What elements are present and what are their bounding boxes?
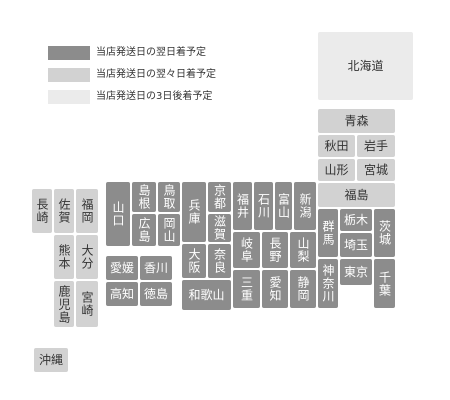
pref-gunma[interactable]: 群馬 (318, 209, 338, 257)
pref-tottori[interactable]: 鳥取 (158, 182, 180, 212)
pref-fukushima[interactable]: 福島 (318, 183, 395, 207)
pref-niigata[interactable]: 新潟 (294, 182, 316, 230)
pref-wakayama[interactable]: 和歌山 (182, 280, 231, 310)
pref-fukuoka[interactable]: 福岡 (76, 189, 98, 233)
pref-kagawa[interactable]: 香川 (140, 256, 172, 280)
pref-nagasaki[interactable]: 長崎 (32, 189, 52, 233)
pref-saga[interactable]: 佐賀 (54, 189, 74, 233)
pref-chiba[interactable]: 千葉 (374, 259, 395, 308)
pref-iwate[interactable]: 岩手 (357, 135, 395, 157)
pref-tokyo[interactable]: 東京 (340, 259, 372, 285)
pref-kanagawa[interactable]: 神奈川 (318, 259, 338, 308)
pref-gifu[interactable]: 岐阜 (233, 232, 260, 268)
pref-shiga[interactable]: 滋賀 (208, 214, 231, 242)
pref-aichi[interactable]: 愛知 (262, 270, 288, 308)
pref-hyogo[interactable]: 兵庫 (182, 182, 206, 242)
pref-shimane[interactable]: 島根 (132, 182, 156, 212)
pref-kyoto[interactable]: 京都 (208, 182, 231, 212)
pref-shizuoka[interactable]: 静岡 (290, 270, 316, 308)
pref-osaka[interactable]: 大阪 (182, 244, 206, 278)
pref-yamaguchi[interactable]: 山口 (106, 182, 130, 246)
pref-kagoshima[interactable]: 鹿児島 (54, 281, 74, 327)
pref-aomori[interactable]: 青森 (318, 109, 395, 133)
pref-okinawa[interactable]: 沖縄 (34, 348, 68, 372)
pref-miyagi[interactable]: 宮城 (357, 159, 395, 181)
pref-toyama[interactable]: 富山 (275, 182, 292, 230)
pref-yamagata[interactable]: 山形 (318, 159, 355, 181)
legend-swatch-next-day (48, 46, 90, 60)
legend-swatch-three-days (48, 90, 90, 104)
pref-yamanashi[interactable]: 山梨 (290, 232, 316, 268)
legend-swatch-two-days (48, 68, 90, 82)
pref-ishikawa[interactable]: 石川 (254, 182, 273, 230)
pref-kochi[interactable]: 高知 (106, 282, 138, 306)
pref-kumamoto[interactable]: 熊本 (54, 235, 74, 279)
pref-miyazaki[interactable]: 宮崎 (76, 281, 98, 327)
pref-okayama[interactable]: 岡山 (158, 214, 180, 246)
pref-oita[interactable]: 大分 (76, 235, 98, 279)
pref-tochigi[interactable]: 栃木 (340, 209, 372, 231)
pref-saitama[interactable]: 埼玉 (340, 233, 372, 257)
pref-hiroshima[interactable]: 広島 (132, 214, 156, 246)
pref-tokushima[interactable]: 徳島 (140, 282, 172, 306)
pref-nagano[interactable]: 長野 (262, 232, 288, 268)
pref-ehime[interactable]: 愛媛 (106, 256, 138, 280)
pref-fukui[interactable]: 福井 (233, 182, 252, 230)
legend-label-three-days: 当店発送日の3日後着予定 (96, 91, 213, 102)
legend-label-two-days: 当店発送日の翌々日着予定 (96, 69, 216, 80)
pref-mie[interactable]: 三重 (233, 270, 260, 308)
pref-hokkaido[interactable]: 北海道 (318, 32, 413, 100)
legend-label-next-day: 当店発送日の翌日着予定 (96, 47, 206, 58)
pref-ibaraki[interactable]: 茨城 (374, 209, 395, 257)
pref-akita[interactable]: 秋田 (318, 135, 355, 157)
pref-nara[interactable]: 奈良 (208, 244, 231, 278)
